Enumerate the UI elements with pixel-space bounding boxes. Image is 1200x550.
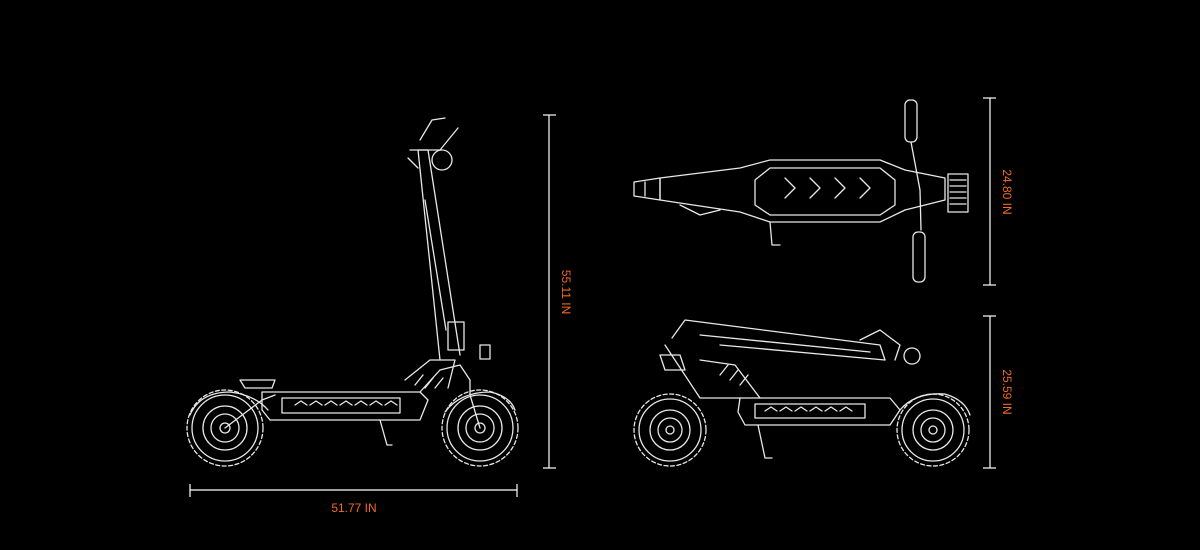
handlebar xyxy=(407,117,459,171)
height-dimension-line xyxy=(543,114,556,469)
side-view-scooter xyxy=(186,117,519,467)
length-label: 51.77 IN xyxy=(331,501,376,515)
folded-height-label: 25.59 IN xyxy=(1000,369,1014,414)
folded-height-dimension-line xyxy=(983,315,996,469)
folded-side-view-scooter xyxy=(633,319,971,467)
top-handlebar xyxy=(904,99,926,283)
width-label: 24.80 IN xyxy=(1000,169,1014,214)
front-wheel xyxy=(441,389,519,467)
length-dimension-line xyxy=(189,484,518,497)
rear-wheel xyxy=(186,389,269,467)
folded-front-wheel xyxy=(896,393,971,467)
top-view-scooter xyxy=(633,99,969,283)
folded-rear-wheel xyxy=(633,393,707,467)
height-label: 55.11 IN xyxy=(559,270,573,314)
width-dimension-line xyxy=(983,97,996,286)
